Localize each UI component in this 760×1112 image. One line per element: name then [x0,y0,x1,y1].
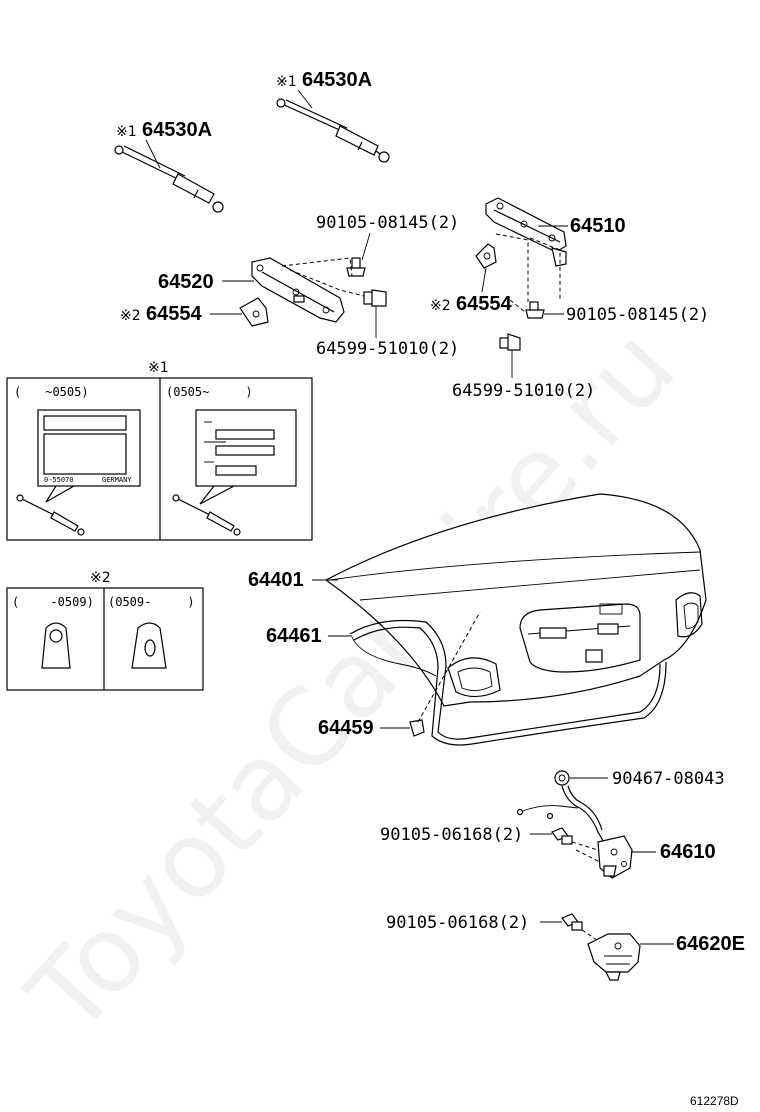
svg-text:0-55070: 0-55070 [44,476,74,484]
bolt-striker[interactable] [561,913,583,931]
label-bolt-upper-left: 90105-08145(2) [316,213,459,233]
trunk-lid[interactable] [324,493,707,707]
label-bolt-upper-right: 90105-08145(2) [566,305,709,325]
bolt-upper-left[interactable] [346,257,366,277]
svg-text:64530A: 64530A [142,119,212,141]
svg-text:GERMANY: GERMANY [102,476,132,484]
label-bracket-left: ※2 64554 [120,303,242,325]
svg-text:※1: ※1 [148,360,169,376]
svg-text:( -0509): ( -0509) [12,595,94,609]
svg-text:64459: 64459 [318,717,374,739]
svg-text:64461: 64461 [266,625,322,647]
striker[interactable] [587,933,641,981]
label-striker: 64620E [640,933,745,955]
bolt-upper-right[interactable] [525,301,545,319]
bracket-left[interactable] [239,297,269,327]
svg-text:(0509- ): (0509- ) [108,595,195,609]
svg-text:64620E: 64620E [676,933,745,955]
gas-strut-left[interactable] [114,145,224,213]
label-hinge-left: 64520 [158,271,254,293]
label-weatherstrip: 64461 [266,625,352,647]
clip[interactable] [554,770,570,786]
label-strut-left: ※1 64530A [116,119,212,169]
lock-guides [571,841,601,863]
label-bolt-lower-right: 64599-51010(2) [452,381,595,401]
svg-text:64510: 64510 [570,215,626,237]
hinge-left-guides [281,257,373,299]
svg-text:※1: ※1 [116,124,137,140]
svg-text:64520: 64520 [158,271,214,293]
weatherstrip[interactable] [349,619,667,746]
label-trunk-lid: 64401 [248,569,338,591]
label-strut-right: ※1 64530A [276,69,372,109]
svg-text:64401: 64401 [248,569,304,591]
svg-text:( ~0505): ( ~0505) [14,385,89,399]
bolt-lower-right[interactable] [499,333,521,351]
label-hinge-right: 64510 [538,215,626,237]
bolt-lock[interactable] [551,827,573,845]
label-clip: 90467-08043 [612,769,725,789]
striker-guide [581,929,601,943]
label-bolt-lower-left: 64599-51010(2) [316,339,459,359]
bracket-right[interactable] [475,243,497,269]
svg-text:※2: ※2 [120,308,141,324]
bolt-lower-left[interactable] [363,289,387,307]
label-bolt-striker: 90105-06168(2) [386,913,529,933]
svg-text:64554: 64554 [456,293,512,315]
gas-strut-right[interactable] [276,98,390,163]
lock-assembly[interactable] [516,785,633,879]
cushion[interactable] [409,719,425,737]
label-bracket-right: ※2 64554 [430,267,512,315]
hinge-left[interactable] [251,257,345,323]
svg-text:※2: ※2 [90,570,111,586]
svg-text:※2: ※2 [430,298,451,314]
diagram-code: 612278D [690,1094,739,1108]
cushion-guide [417,611,481,723]
inset-2: ※2 ( -0509) (0509- ) [6,570,204,691]
svg-text:64610: 64610 [660,841,716,863]
label-bolt-lock: 90105-06168(2) [380,825,523,845]
svg-text:64530A: 64530A [302,69,372,91]
label-cushion: 64459 [318,717,410,739]
svg-text:64554: 64554 [146,303,202,325]
label-lock: 64610 [632,841,716,863]
hinge-right[interactable] [485,197,567,267]
svg-text:※1: ※1 [276,74,297,90]
inset-1: ※1 ( ~0505) (0505~ ) 0-55070 GERMANY [6,360,313,541]
svg-text:(0505~ ): (0505~ ) [166,385,253,399]
